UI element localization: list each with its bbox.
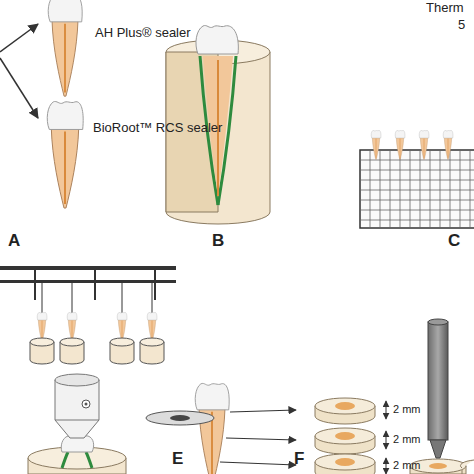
panel-a-art-part (0, 24, 38, 52)
push-out-plunger-part (428, 322, 448, 440)
panel-letter: B (212, 232, 224, 251)
obturation-device-part (85, 403, 88, 406)
push-out-plunger-part (460, 460, 474, 474)
root-slices-part (335, 402, 355, 410)
thermocycling-basket-part (371, 130, 381, 159)
thermocycling-basket-part (360, 150, 474, 228)
push-out-plunger (410, 319, 474, 474)
panel-letter: C (448, 232, 460, 251)
obturation-device-part (55, 420, 99, 421)
panel-a-art (0, 0, 83, 208)
hanging-rack-part (60, 338, 84, 346)
dimension-label: 2 mm (393, 433, 421, 445)
panel-a-art-part (48, 0, 82, 96)
root-slices-part (386, 401, 387, 419)
thermocycling-basket (360, 130, 474, 228)
obturation-device-part (82, 400, 90, 408)
hanging-rack-part (0, 280, 176, 283)
hanging-rack-part (35, 270, 155, 300)
sealer-label: BioRoot™ RCS sealer (93, 121, 222, 135)
step-note: 5 (458, 18, 465, 32)
root-slices-part (315, 398, 375, 414)
thermocycling-basket-part (395, 130, 405, 159)
root-slices (315, 398, 386, 474)
panel-letter: E (172, 450, 183, 469)
root-slices-part (335, 432, 355, 440)
sectioning-saw-part (195, 383, 229, 474)
sealer-label: AH Plus® sealer (95, 26, 191, 40)
hanging-rack-part (140, 338, 164, 346)
hanging-rack-part (67, 312, 77, 341)
hanging-rack-part (110, 338, 134, 346)
sectioning-saw-part (220, 462, 296, 465)
root-slices-part (386, 431, 387, 449)
root-slices-part (386, 458, 387, 474)
sectioning-saw (146, 383, 296, 474)
sectioning-saw-part (226, 438, 296, 440)
sectioning-saw-part (146, 411, 214, 425)
sectioning-saw-part (230, 410, 296, 412)
obturation-device-part (62, 452, 92, 468)
panel-letter: A (8, 232, 20, 251)
thermocycling-basket-part (419, 130, 429, 159)
root-slices-part (315, 454, 375, 470)
step-note: Therm (426, 1, 464, 15)
hanging-rack-part (30, 338, 54, 346)
embedded-tooth-block-part (196, 26, 238, 54)
panel-letter: F (294, 450, 304, 469)
push-out-plunger-part (428, 319, 448, 325)
thermocycling-basket-part (360, 150, 474, 228)
hanging-rack-part (147, 312, 157, 341)
root-slices-part (315, 428, 375, 444)
push-out-plunger-part (429, 463, 447, 469)
panel-a-art-part (47, 101, 83, 208)
thermocycling-basket-part (443, 130, 453, 159)
obturation-device-part (55, 380, 99, 438)
embedded-tooth-block-part (166, 52, 270, 224)
dimension-label: 2 mm (393, 459, 421, 471)
panel-a-art-part (0, 58, 38, 118)
obturation-device (28, 374, 126, 474)
root-slices-part (335, 458, 355, 466)
obturation-device-part (55, 374, 99, 386)
hanging-rack-part (117, 312, 127, 341)
push-out-plunger-part (430, 440, 446, 458)
dimension-label: 2 mm (393, 403, 421, 415)
sectioning-saw-part (170, 415, 190, 421)
hanging-rack (0, 266, 176, 364)
hanging-rack-part (37, 312, 47, 341)
hanging-rack-part (42, 283, 152, 318)
hanging-rack-part (0, 266, 176, 270)
